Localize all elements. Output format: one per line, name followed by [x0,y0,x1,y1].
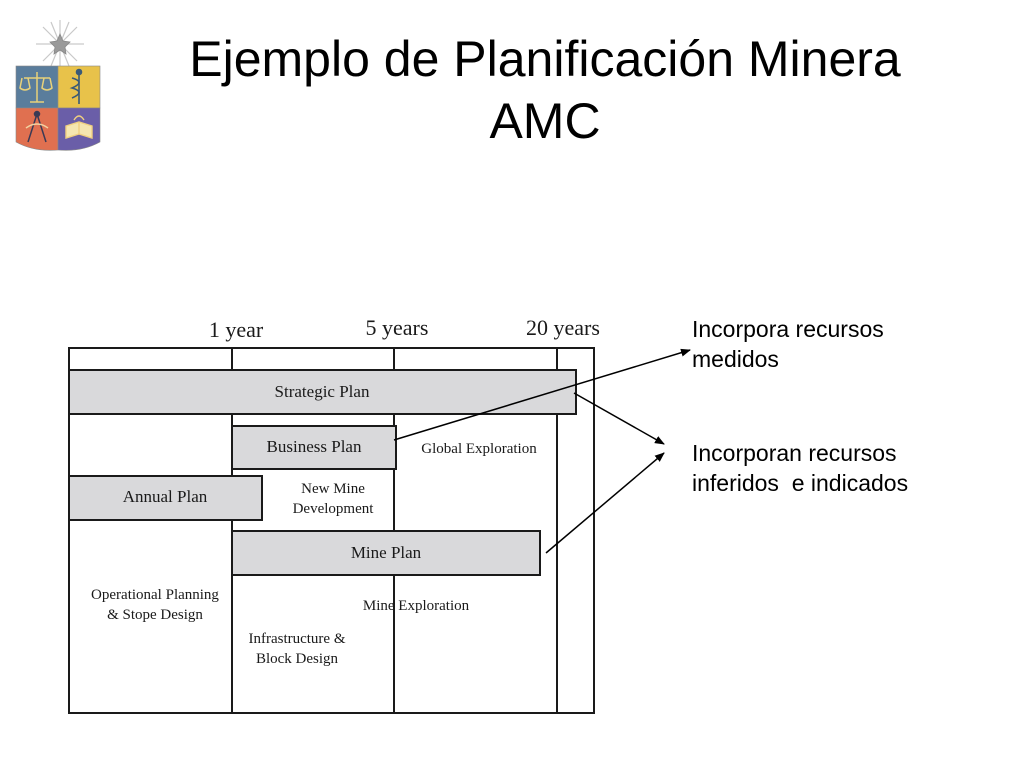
inferred-note-line-1: Incorporan recursos [692,440,897,466]
operational-planning-label-line-2: & Stope Design [107,607,203,623]
infrastructure-label-line-2: Block Design [256,651,339,667]
slide-title: Ejemplo de Planificación Minera AMC [120,28,970,152]
mine-plan-label: Mine Plan [351,543,422,562]
measured-note-line-2: medidos [692,346,779,372]
strategic-plan-bar [68,369,577,415]
annual-plan-label: Annual Plan [123,487,208,506]
compass-icon [25,110,49,143]
scales-icon [19,72,53,103]
new-mine-label-line-2: Development [293,501,375,517]
business-plan-bar [231,425,397,470]
mine-exploration-label: Mine Exploration [363,598,470,614]
global-exploration-label: Global Exploration [421,441,537,457]
horizon-label-1-year: 1 year [209,317,264,342]
arrow-business-plan-to-measured [393,348,691,441]
inferred-note-line-2: inferidos e indicados [692,470,909,496]
operational-planning-label-line-1: Operational Planning [91,587,219,603]
mine-plan-bar [231,530,541,576]
university-crest-logo [15,20,101,151]
annual-plan-bar [68,475,263,521]
business-plan-label: Business Plan [267,437,362,456]
title-line-1: Ejemplo de Planificación Minera [189,31,901,87]
star-icon [36,20,84,68]
title-line-2: AMC [489,93,601,149]
inferred-resources-note: Incorporan recursos inferidos e indicado… [692,438,908,498]
measured-note-line-1: Incorpora recursos [692,316,884,342]
measured-resources-note: Incorpora recursos medidos [692,314,884,374]
horizon-label-5-years: 5 years [366,315,429,340]
strategic-plan-label: Strategic Plan [275,382,370,401]
new-mine-label-line-1: New Mine [301,481,365,497]
caduceus-icon [69,68,83,104]
arrow-mine-plan-to-inferred [545,452,665,554]
horizon-label-20-years: 20 years [526,315,600,340]
infrastructure-label-line-1: Infrastructure & [248,631,345,647]
arrow-strategic-plan-to-inferred [573,392,665,445]
book-icon [65,115,93,139]
